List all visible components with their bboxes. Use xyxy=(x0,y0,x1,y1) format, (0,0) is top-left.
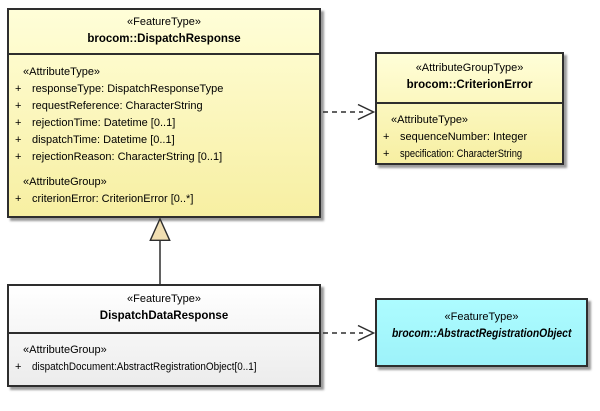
visibility-plus: + xyxy=(15,193,22,205)
class-title: «FeatureType» DispatchDataResponse xyxy=(9,286,319,334)
visibility-plus: + xyxy=(15,100,22,112)
attribute-text: rejectionReason: CharacterString [0..1] xyxy=(32,151,223,163)
class-title: «FeatureType» brocom::DispatchResponse xyxy=(9,10,319,55)
attribute-text: dispatchDocument:AbstractRegistrationObj… xyxy=(32,361,257,373)
attribute-text: dispatchTime: Datetime [0..1] xyxy=(32,134,175,146)
attribute-row: + dispatchTime: Datetime [0..1] xyxy=(9,132,319,149)
attribute-row: + sequenceNumber: Integer xyxy=(377,129,562,146)
visibility-plus: + xyxy=(15,134,22,146)
attribute-text: rejectionTime: Datetime [0..1] xyxy=(32,117,176,129)
visibility-plus: + xyxy=(15,151,22,163)
stereotype-header: «AttributeGroup» xyxy=(23,176,107,188)
attribute-row: + rejectionTime: Datetime [0..1] xyxy=(9,115,319,132)
stereotype-label: «FeatureType» xyxy=(127,16,201,28)
visibility-plus: + xyxy=(15,83,22,95)
attribute-row: + requestReference: CharacterString xyxy=(9,98,319,115)
attribute-row: + criterionError: CriterionError [0..*] xyxy=(9,191,319,208)
hollow-triangle-arrowhead xyxy=(149,217,171,242)
attribute-text: specification: CharacterString xyxy=(400,148,523,160)
stereotype-header: «AttributeType» xyxy=(391,114,469,126)
class-box-dispatch-response[interactable]: «FeatureType» brocom::DispatchResponse «… xyxy=(7,8,321,218)
class-name-text: brocom::AbstractRegistrationObject xyxy=(391,328,572,340)
class-box-criterion-error[interactable]: «AttributeGroupType» brocom::CriterionEr… xyxy=(375,52,564,165)
attribute-row: + dispatchDocument:AbstractRegistrationO… xyxy=(9,359,319,376)
visibility-plus: + xyxy=(15,361,22,373)
dependency-connector-abstract-registration-object[interactable] xyxy=(323,324,376,342)
attribute-row: + responseType: DispatchResponseType xyxy=(9,81,319,98)
attribute-text: sequenceNumber: Integer xyxy=(400,131,528,143)
attribute-text: criterionError: CriterionError [0..*] xyxy=(32,193,194,205)
stereotype-header: «AttributeGroup» xyxy=(23,344,107,356)
class-name: DispatchDataResponse xyxy=(99,310,229,322)
attribute-row: + specification: CharacterString xyxy=(377,146,562,163)
stereotype-header: «AttributeType» xyxy=(23,66,101,78)
attributes-compartment: «AttributeType» + sequenceNumber: Intege… xyxy=(377,104,562,163)
stereotype-label: «FeatureType» xyxy=(127,293,201,305)
class-box-dispatch-data-response[interactable]: «FeatureType» DispatchDataResponse «Attr… xyxy=(7,284,321,387)
class-name: brocom::DispatchResponse xyxy=(87,33,241,45)
dependency-connector-criterion-error[interactable] xyxy=(323,103,376,121)
attributes-compartment: «AttributeType» + responseType: Dispatch… xyxy=(9,55,319,208)
visibility-plus: + xyxy=(383,131,390,143)
attribute-row: + rejectionReason: CharacterString [0..1… xyxy=(9,149,319,166)
class-box-abstract-registration-object[interactable]: «FeatureType» brocom::AbstractRegistrati… xyxy=(375,298,588,367)
class-name: brocom::CriterionError xyxy=(406,79,533,91)
visibility-plus: + xyxy=(15,117,22,129)
stereotype-label: «FeatureType» xyxy=(444,311,519,323)
generalization-connector[interactable] xyxy=(149,217,171,284)
attributes-compartment: «AttributeGroup» + dispatchDocument:Abst… xyxy=(9,334,319,376)
visibility-plus: + xyxy=(383,148,390,160)
class-title: «AttributeGroupType» brocom::CriterionEr… xyxy=(377,54,562,104)
class-name: brocom::AbstractRegistrationObject xyxy=(377,326,586,343)
stereotype-label: «AttributeGroupType» xyxy=(415,62,524,74)
attribute-text: requestReference: CharacterString xyxy=(32,100,203,112)
attribute-text: responseType: DispatchResponseType xyxy=(32,83,224,95)
